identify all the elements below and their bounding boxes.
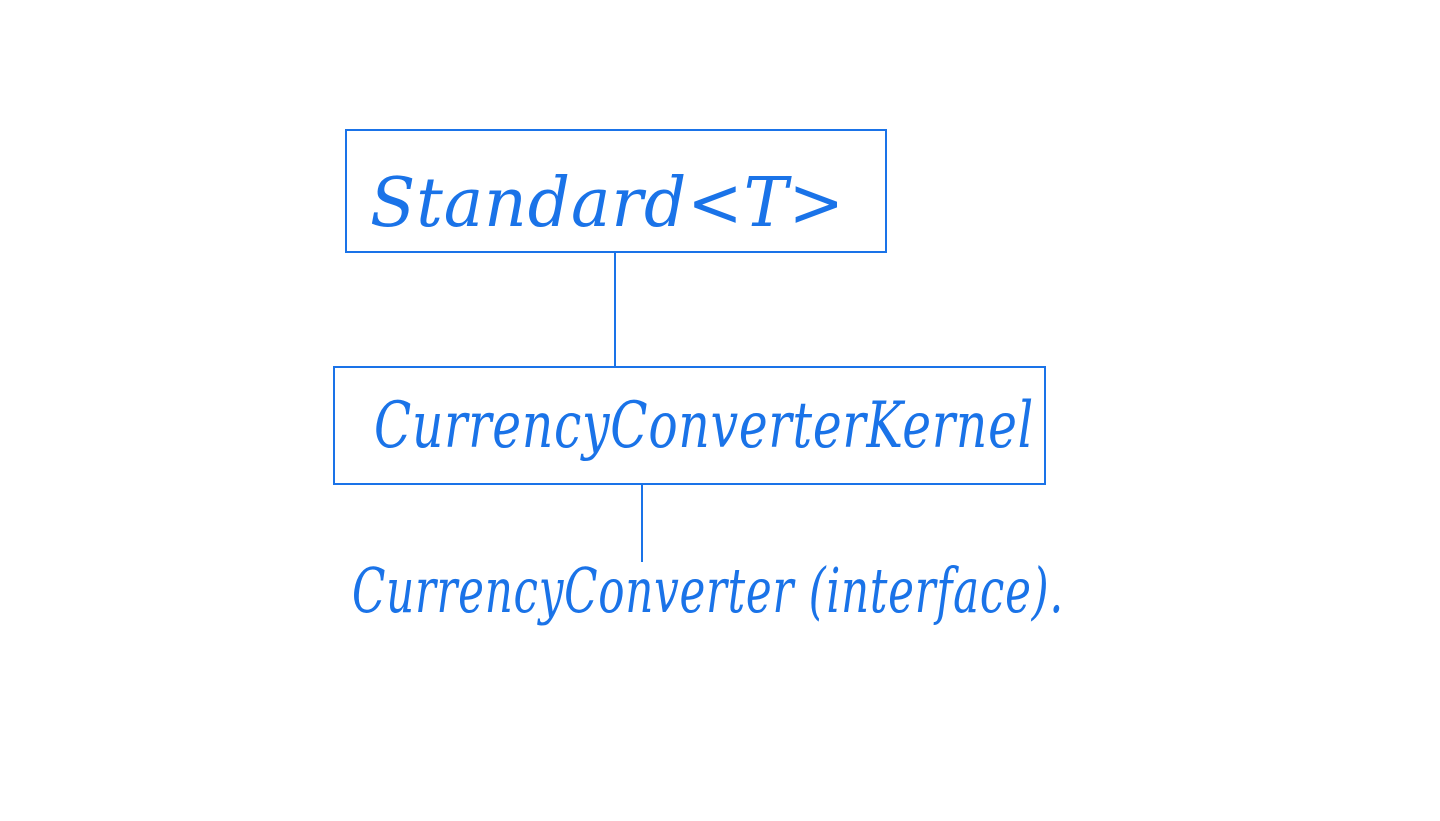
kernel-node-label: CurrencyConverterKernel [374, 389, 1034, 463]
interface-node-label: CurrencyConverter (interface). [352, 554, 1064, 627]
standard-node-label: Standard<T> [370, 164, 845, 243]
kernel-node-box [333, 366, 1046, 485]
